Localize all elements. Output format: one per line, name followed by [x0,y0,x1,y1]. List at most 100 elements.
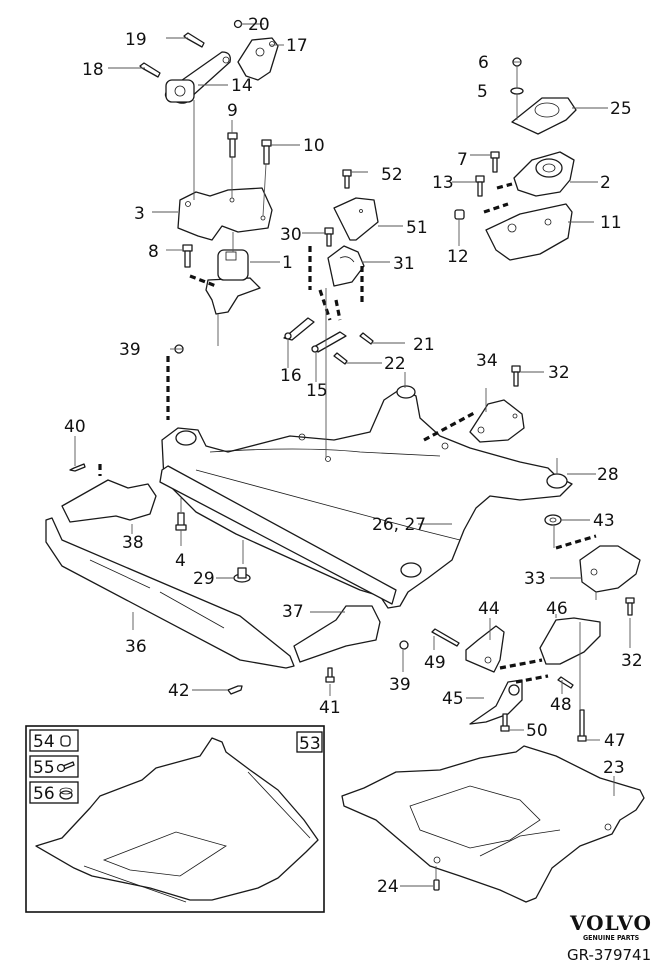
callout-36: 36 [125,637,147,657]
callout-49: 49 [424,653,446,673]
inset-callout-53: 53 [299,734,321,754]
bolt-30 [324,227,334,247]
bolt-52 [342,169,352,189]
bolt-19 [183,32,205,48]
nut-12 [454,209,465,220]
plug-icon [60,735,71,747]
washer-5 [510,87,524,95]
engine-mount-1 [205,249,261,315]
callout-29: 29 [193,569,215,589]
bracket-33 [579,545,641,593]
volvo-logo: VOLVO GENUINE PARTS [569,911,652,942]
callout-39-bottom: 39 [389,675,411,695]
callout-18: 18 [82,60,104,80]
screw-icon [56,761,75,773]
callout-16: 16 [280,366,302,386]
heat-shield-51 [333,197,379,241]
callout-37: 37 [282,602,304,622]
bolt-41 [325,667,335,683]
legend-label-56: 56 [33,784,55,804]
bracket-11 [485,203,573,261]
bolt-24 [433,879,440,891]
callout-5: 5 [477,82,488,102]
callout-24: 24 [377,877,399,897]
callout-12: 12 [447,247,469,267]
callout-39-top: 39 [119,340,141,360]
bracket-44 [465,625,505,673]
bolt-48 [557,676,574,689]
legend-label-55: 55 [33,758,55,778]
bumper-29 [233,567,251,583]
brand-name: VOLVO [569,911,652,935]
callout-20: 20 [248,15,270,35]
engine-mount-2 [513,151,575,197]
bracket-17 [237,37,279,81]
callout-15: 15 [306,381,328,401]
callout-43: 43 [593,511,615,531]
callout-47: 47 [604,731,626,751]
engine-mount-31 [327,245,365,287]
callout-21: 21 [413,335,435,355]
callout-22: 22 [384,354,406,374]
nut-39-bottom [399,640,409,650]
callout-33: 33 [524,569,546,589]
link-15 [311,331,347,353]
bolt-47 [577,709,587,742]
callout-10: 10 [303,136,325,156]
callout-17: 17 [286,36,308,56]
washer-43 [544,514,562,526]
callout-42: 42 [168,681,190,701]
cross-member [159,465,397,605]
callout-6: 6 [478,53,489,73]
grommet-icon [59,787,73,800]
bracket-46 [539,617,601,665]
assembly-dash-lines [98,182,597,684]
splash-shield-23 [341,745,645,903]
nut-20 [233,19,243,29]
callout-38: 38 [122,533,144,553]
bolt-22 [333,352,348,365]
callout-46: 46 [546,599,568,619]
callout-32-top: 32 [548,363,570,383]
subframe-26-27 [161,385,573,609]
bolt-50 [500,713,510,732]
callout-50: 50 [526,721,548,741]
callout-52: 52 [381,165,403,185]
bolt-40 [69,463,86,472]
leader-lines [74,23,631,887]
callout-4: 4 [175,551,186,571]
bolt-8 [182,244,193,268]
callout-9: 9 [227,101,238,121]
crash-bracket-37 [293,605,381,663]
callout-8: 8 [148,242,159,262]
bolt-32-bottom [625,597,635,616]
bolt-21 [359,332,374,345]
callout-7: 7 [457,150,468,170]
bolt-13 [475,175,485,197]
callout-34: 34 [476,351,498,371]
callout-14: 14 [231,76,253,96]
bracket-34 [469,399,525,443]
bolt-4 [175,512,187,531]
callout-19: 19 [125,30,147,50]
brand-subtitle: GENUINE PARTS [583,934,640,942]
bolt-9 [227,132,238,158]
callout-13: 13 [432,173,454,193]
callout-30: 30 [280,225,302,245]
callout-41: 41 [319,698,341,718]
drawing-number: GR-379741 [567,946,651,964]
callout-31: 31 [393,254,415,274]
inset-panel-53 [25,725,325,913]
mount-45 [469,679,523,725]
callout-48: 48 [550,695,572,715]
callout-23: 23 [603,758,625,778]
bolt-10 [261,139,272,165]
bumper-beam-36 [45,517,295,669]
bolt-42 [227,685,243,695]
bolt-49 [431,628,460,647]
legend-label-54: 54 [33,732,55,752]
mount-bracket-3 [177,187,273,241]
inset-legend [29,729,79,804]
callout-1: 1 [282,253,293,273]
